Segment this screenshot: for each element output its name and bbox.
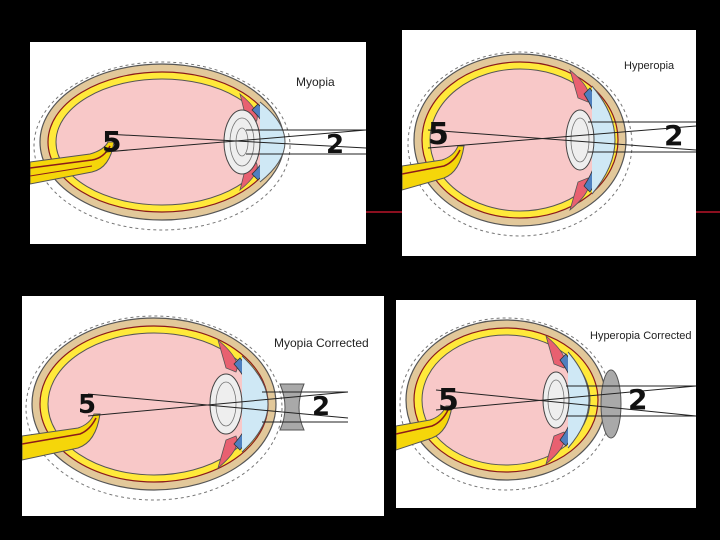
retinal-image-glyph: 5	[438, 383, 459, 418]
hyperopia-eye-diagram	[402, 51, 696, 237]
myopia-corrected-panel: Myopia Corrected 5 2	[22, 296, 384, 516]
object-glyph: 2	[312, 392, 331, 422]
hyperopia-corrected-eye-diagram	[396, 317, 696, 491]
hyperopia-corrected-panel: Hyperopia Corrected 5 2	[396, 300, 696, 508]
object-glyph: 2	[664, 119, 684, 152]
hyperopia-label: Hyperopia	[624, 60, 675, 72]
hyperopia-panel: Hyperopia 5 2	[402, 30, 696, 256]
retinal-image-glyph: 5	[102, 125, 122, 158]
myopia-corrected-label: Myopia Corrected	[274, 336, 369, 350]
hyperopia-corrected-label: Hyperopia Corrected	[590, 330, 692, 342]
retinal-image-glyph: 5	[428, 117, 449, 152]
myopia-panel: Myopia 5 2	[30, 42, 366, 244]
retinal-image-glyph: 5	[78, 390, 97, 420]
myopia-eye-diagram	[30, 61, 366, 231]
object-glyph: 2	[326, 130, 345, 160]
myopia-corrected-eye-diagram	[22, 315, 349, 501]
object-glyph: 2	[628, 383, 648, 416]
myopia-label: Myopia	[296, 75, 335, 89]
